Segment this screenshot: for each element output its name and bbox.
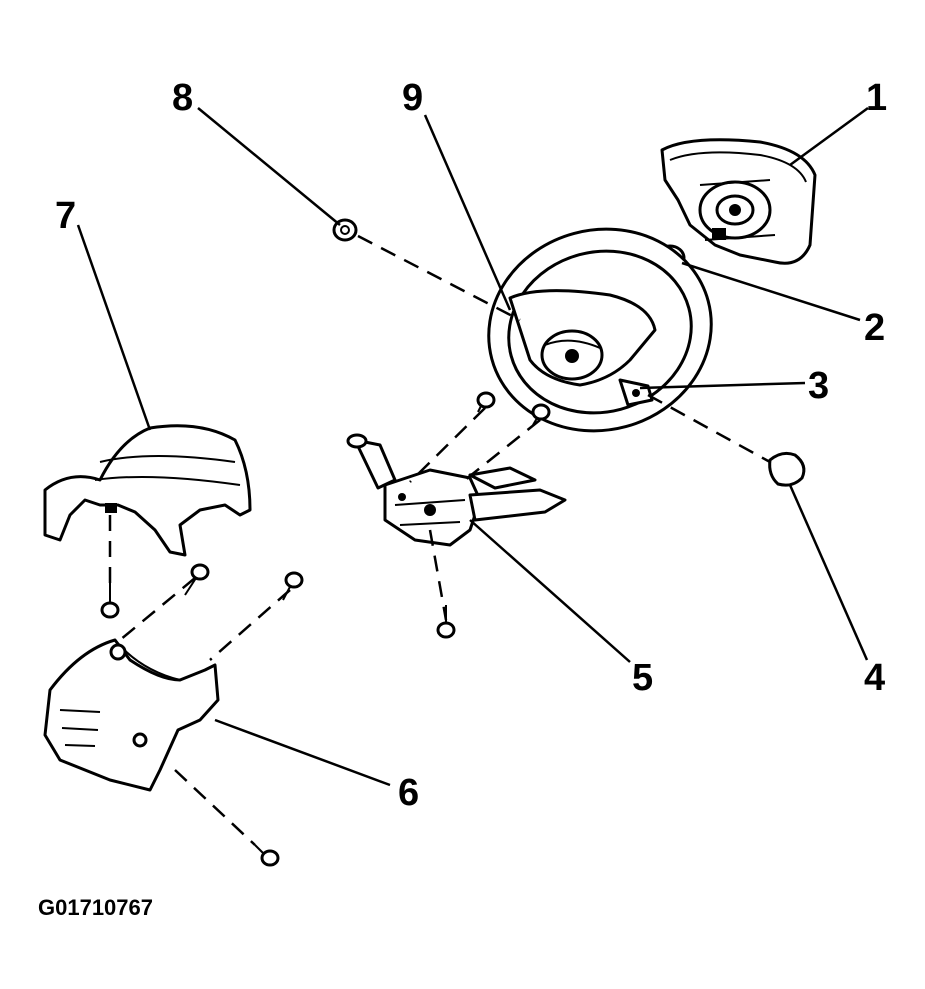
wheel-bolt (332, 218, 358, 242)
lower-column-cover (43, 638, 220, 792)
callout-9: 9 (402, 77, 423, 119)
wheel-cap (768, 451, 806, 487)
leader-lines (76, 106, 869, 787)
callout-4: 4 (864, 657, 885, 699)
screw-5-top-left (476, 391, 496, 413)
airbag-module (660, 138, 817, 265)
callout-5: 5 (632, 657, 653, 699)
screw-6-bottom (254, 844, 280, 867)
multifunction-switch (346, 433, 567, 547)
callout-3: 3 (808, 365, 829, 407)
screw-6-right (282, 571, 304, 601)
steering-wheel (487, 227, 713, 433)
screw-5-top-right (531, 403, 551, 426)
screw-7-lower (100, 580, 120, 619)
screw-5-bottom (436, 605, 456, 639)
upper-column-cover (43, 424, 252, 557)
callout-7: 7 (55, 195, 76, 237)
callout-1: 1 (866, 77, 887, 119)
assembly-lines (108, 234, 771, 846)
callout-2: 2 (864, 307, 885, 349)
screw-6-left (184, 563, 210, 596)
figure-code: G01710767 (38, 895, 153, 920)
callout-8: 8 (172, 77, 193, 119)
callout-6: 6 (398, 772, 419, 814)
